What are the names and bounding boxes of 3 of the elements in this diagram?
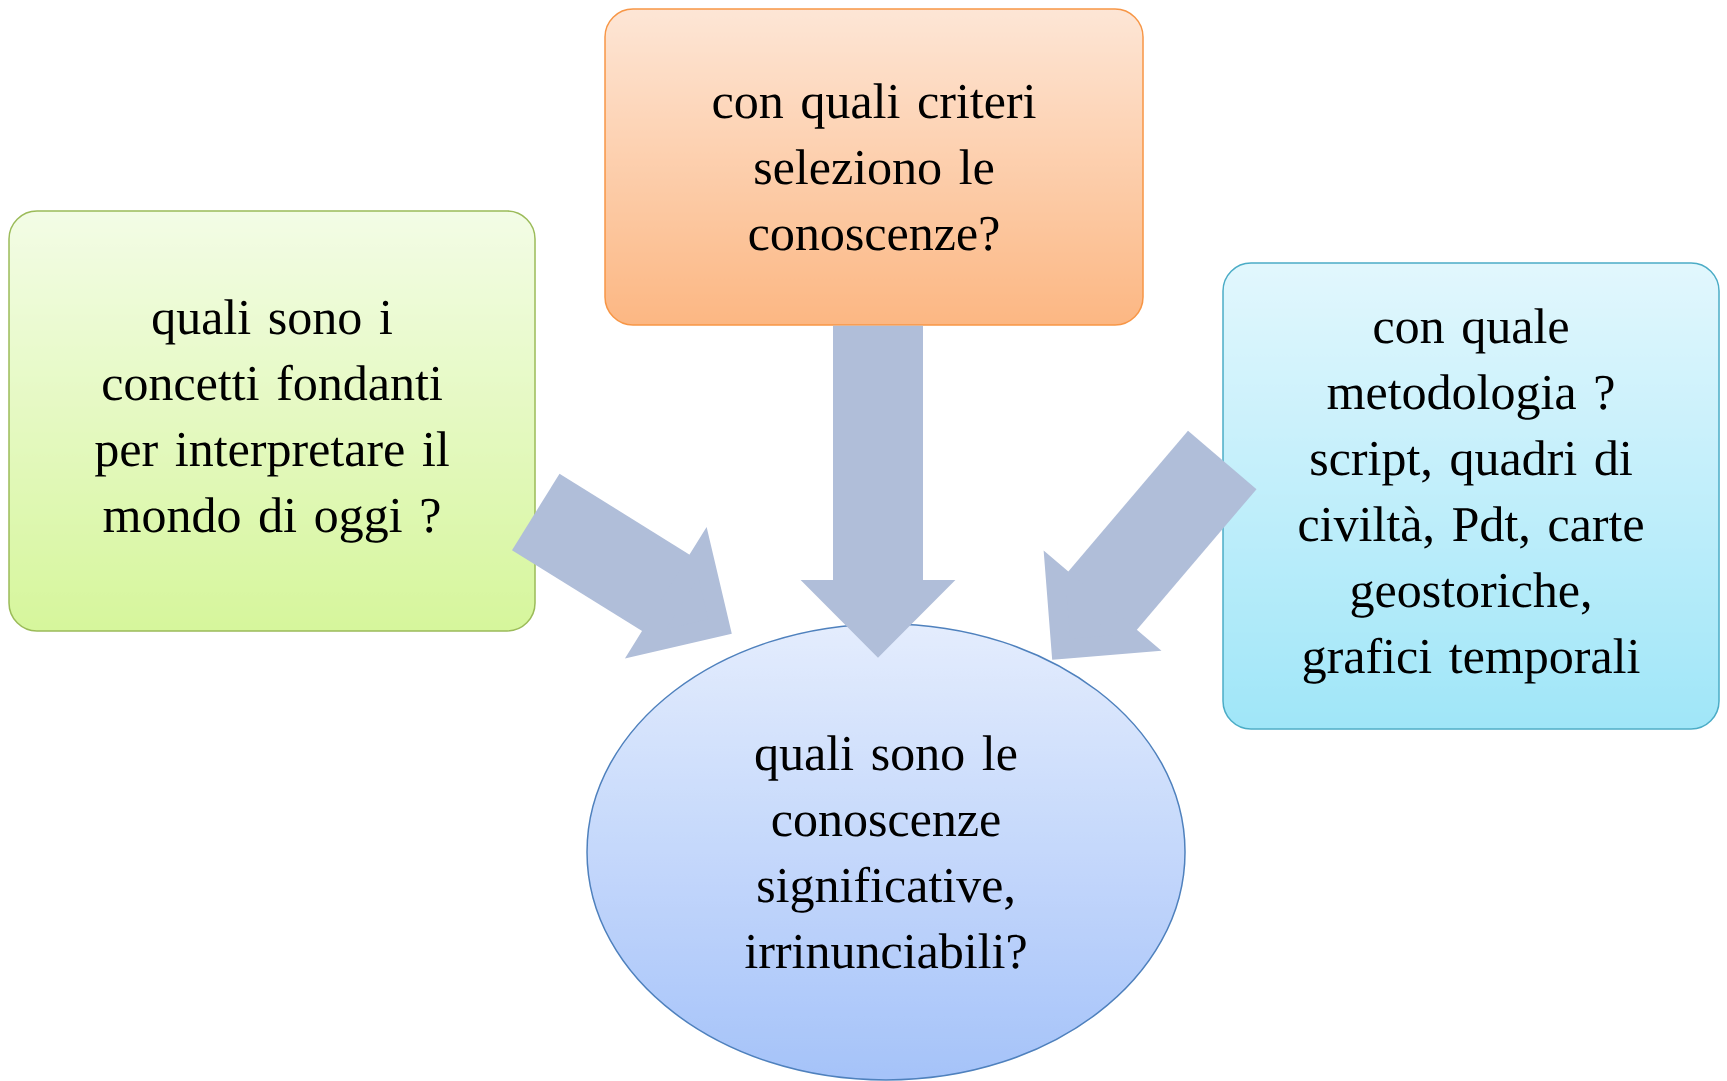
question-box: con quali criteri seleziono le conoscenze? [604, 8, 1144, 326]
question-box: quali sono i concetti fondanti per interpretare il mondo di oggi ? [8, 210, 536, 632]
question-box: con quale metodologia ? script, quadri di civiltà, Pdt, carte geostoriche, grafici temporali [1222, 262, 1720, 730]
